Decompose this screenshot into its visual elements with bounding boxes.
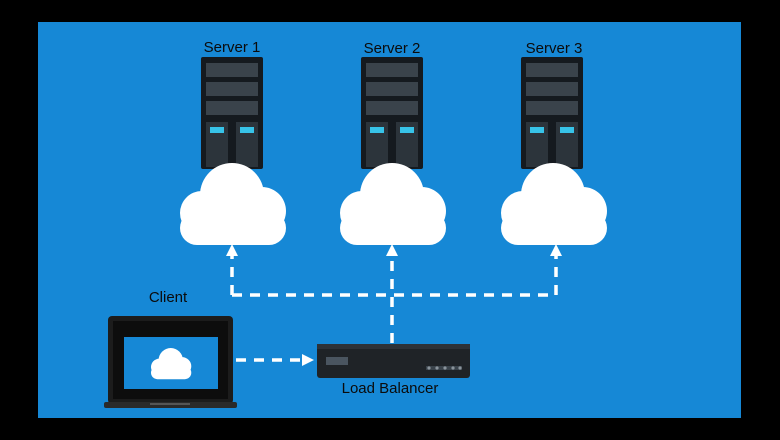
server-2-icon — [361, 57, 423, 169]
server-1-led-left — [210, 127, 224, 133]
arrow-up-icon — [386, 244, 398, 256]
load-balancer-label: Load Balancer — [341, 380, 439, 397]
laptop-icon — [104, 316, 237, 408]
server-3-label: Server 3 — [525, 40, 583, 57]
cloud-2-icon — [340, 163, 446, 245]
arrow-up-icon — [226, 244, 238, 256]
server-3-icon — [521, 57, 583, 169]
server-3-led-right — [560, 127, 574, 133]
server-leds — [210, 127, 574, 133]
arrow-right-icon — [302, 354, 314, 366]
server-1-led-right — [240, 127, 254, 133]
arrow-up-icon — [550, 244, 562, 256]
server-2-led-left — [370, 127, 384, 133]
client-label: Client — [148, 289, 188, 306]
cloud-3-icon — [501, 163, 607, 245]
server-2-label: Server 2 — [363, 40, 421, 57]
load-balancer-icon — [317, 344, 470, 378]
server-3-led-left — [530, 127, 544, 133]
connector-lines — [230, 256, 558, 362]
server-1-icon — [201, 57, 263, 169]
server-1-label: Server 1 — [203, 39, 261, 56]
server-2-led-right — [400, 127, 414, 133]
cloud-1-icon — [180, 163, 286, 245]
